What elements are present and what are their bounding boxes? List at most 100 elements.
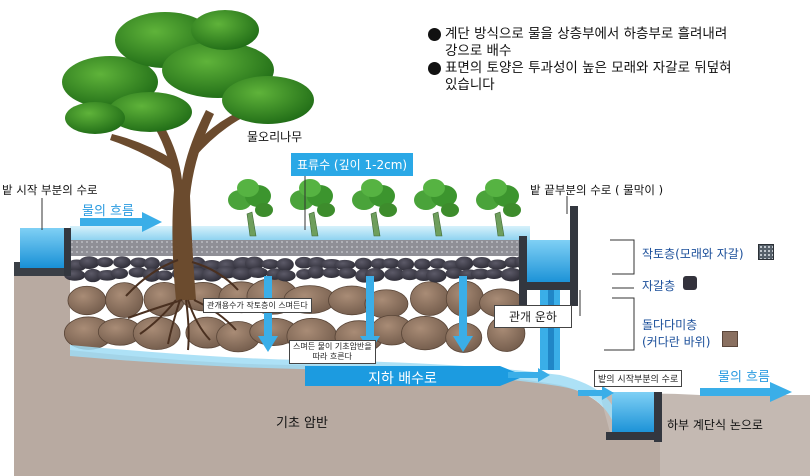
gravel-stone: [472, 257, 492, 269]
gravel-stone: [455, 256, 474, 271]
next-channel-wall: [654, 392, 662, 442]
legend-boulder-label-1: 돌다다미층: [642, 318, 698, 332]
wasabi-plant: [228, 179, 273, 237]
start-channel-label: 밭 시작 부분의 수로: [2, 183, 98, 197]
lower-field-label: 하부 계단식 논으로: [667, 418, 763, 432]
boulder: [105, 282, 144, 318]
gravel-stone: [201, 260, 223, 272]
note-2-line1: 표면의 토양은 투과성이 높은 모래와 자갈로 뒤덮혀: [445, 60, 732, 76]
end-channel-floor: [519, 282, 578, 290]
gravel-stone: [484, 268, 504, 279]
note-1: 계단 방식으로 물을 상층부에서 하층부로 흘려내려: [428, 26, 732, 43]
gravel-stone: [500, 267, 523, 282]
wasabi-plant: [290, 179, 335, 237]
next-channel-water: [612, 392, 656, 434]
canal-pipe-shade: [548, 290, 554, 370]
gravel-stone: [79, 256, 100, 270]
gravel-stone: [294, 256, 314, 269]
gravel-stone: [130, 257, 148, 268]
alder-tree: [62, 10, 314, 351]
boulder: [410, 281, 450, 316]
gravel-layer: [64, 255, 539, 283]
gravel-stone: [445, 267, 464, 279]
surface-water: [70, 226, 530, 240]
flow-arrow-right-shape: [700, 382, 792, 402]
end-channel-label: 밭 끝부분의 수로 ( 물막이 ): [530, 183, 664, 197]
note-1-line1: 계단 방식으로 물을 상층부에서 하층부로 흘려내려: [445, 26, 728, 42]
surface-water-label: 표류수 (깊이 1-2cm): [291, 153, 414, 176]
gravel-stone: [338, 267, 357, 279]
boulder-swatch-icon: [722, 331, 738, 347]
gravel-stone: [381, 258, 400, 269]
gravel-stone: [96, 257, 114, 268]
gravel-stone: [143, 257, 160, 271]
end-channel-wall-right: [570, 206, 578, 306]
gravel-stone: [354, 257, 373, 271]
gravel-stone: [400, 268, 419, 281]
start-channel-wall: [64, 228, 71, 276]
tree-trunk: [150, 110, 214, 300]
gravel-stone: [488, 259, 507, 270]
canal-flow-arrows: [508, 368, 614, 400]
gravel-stone: [244, 256, 264, 271]
bedrock-label: 기초 암반: [276, 416, 328, 431]
flow-arrow-left-shape: [80, 212, 162, 232]
notes: 계단 방식으로 물을 상층부에서 하층부로 흘려내려 강으로 배수 표면의 토양…: [428, 26, 732, 94]
canal-label: 관개 운하: [494, 305, 572, 328]
note-1-line2: 강으로 배수: [445, 43, 512, 59]
gravel-stone: [397, 257, 415, 271]
flow-left-label: 물의 흐름: [82, 204, 134, 219]
gravel-stone: [307, 265, 325, 279]
seep-label-2-line2: 따라 흐른다: [312, 352, 353, 361]
boulder: [401, 316, 449, 351]
topsoil-dots: [70, 240, 530, 256]
next-channel-floor: [606, 432, 662, 440]
wasabi-plant: [352, 179, 397, 237]
tree-roots: [125, 259, 239, 351]
gravel-stone: [322, 267, 341, 278]
end-channel-water: [526, 240, 572, 284]
gravel-stone: [426, 268, 447, 283]
gravel-stone: [276, 269, 296, 282]
seepage-water-band: [70, 345, 612, 420]
gravel-stone: [84, 268, 102, 283]
bullet-dot-icon: [428, 62, 441, 75]
note-2-line2: 있습니다: [445, 77, 495, 93]
gravel-stone: [110, 267, 129, 280]
tree-label: 물오리나무: [247, 130, 303, 144]
gravel-stone: [261, 259, 280, 270]
gravel-stone: [128, 267, 147, 278]
next-channel-label: 밭의 시작부분의 수로: [594, 370, 683, 387]
gravel-stone: [384, 268, 405, 281]
wasabi-plants: [228, 179, 521, 237]
topsoil-swatch-icon: [758, 244, 774, 260]
tree-foliage: [62, 10, 314, 134]
wasabi-plant: [414, 179, 459, 237]
seep-label-2-line1: 스며든 물이 기초암반을: [293, 342, 372, 351]
note-2: 표면의 토양은 투과성이 높은 모래와 자갈로 뒤덮혀: [428, 60, 732, 77]
gravel-stone: [307, 256, 327, 270]
gravel-stone: [247, 267, 268, 278]
seep-label-2: 스며든 물이 기초암반을 따라 흐른다: [289, 340, 376, 364]
gravel-stone: [113, 256, 131, 269]
legend-boulder-label-2: (커다란 바위): [642, 335, 711, 349]
end-channel-wall-left: [519, 236, 527, 306]
gravel-stone: [413, 258, 431, 271]
underground-drain-bar: [305, 366, 500, 386]
bullet-dot-icon: [428, 28, 441, 41]
boulder: [67, 285, 107, 316]
seep-label-1: 관개용수가 작토층이 스며든다: [203, 298, 312, 313]
gravel-stone: [470, 268, 491, 280]
start-channel-water: [20, 228, 68, 268]
gravel-stone: [334, 259, 356, 270]
gravel-stone: [156, 270, 173, 281]
underground-drain-label: 지하 배수로: [368, 371, 437, 387]
legend-topsoil-label: 작토층(모래와 자갈): [642, 247, 744, 261]
gravel-stone: [231, 267, 253, 281]
flow-right-label: 물의 흐름: [718, 370, 770, 385]
leader-lines: [41, 168, 635, 351]
legend-gravel-label: 자갈층: [642, 279, 676, 293]
gravel-stone: [429, 258, 446, 269]
gravel-swatch-icon: [683, 276, 697, 290]
